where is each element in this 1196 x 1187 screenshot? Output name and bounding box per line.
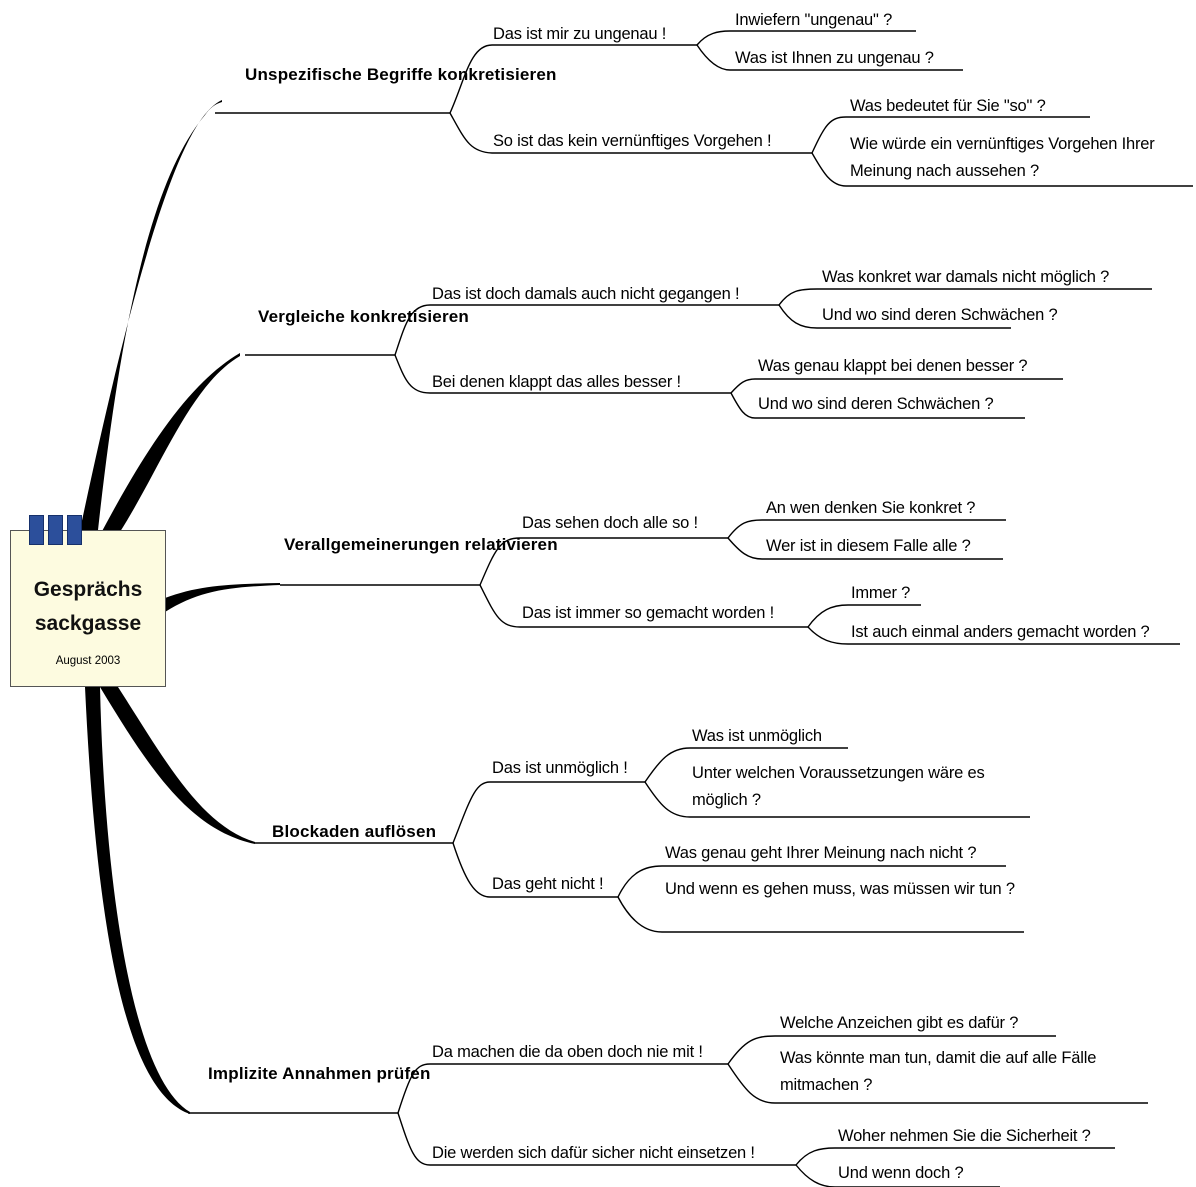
question-node[interactable]: Was genau geht Ihrer Meinung nach nicht … bbox=[665, 844, 977, 862]
statement-node[interactable]: Das ist mir zu ungenau ! bbox=[493, 25, 667, 43]
sub-branch-lines bbox=[188, 30, 1193, 1187]
connector bbox=[394, 354, 731, 394]
connector bbox=[807, 626, 1180, 645]
statement-node[interactable]: Das ist doch damals auch nicht gegangen … bbox=[432, 285, 740, 303]
question-node[interactable]: Ist auch einmal anders gemacht worden ? bbox=[851, 623, 1150, 641]
question-node[interactable]: Und wo sind deren Schwächen ? bbox=[758, 395, 994, 413]
binder-ring-icon bbox=[67, 515, 82, 545]
connector bbox=[449, 44, 697, 114]
question-node[interactable]: Immer ? bbox=[851, 584, 911, 602]
connector bbox=[778, 304, 1011, 329]
question-node[interactable]: Was ist Ihnen zu ungenau ? bbox=[735, 49, 934, 67]
question-node[interactable]: Was konkret war damals nicht möglich ? bbox=[822, 268, 1110, 286]
connector bbox=[617, 865, 1006, 898]
connector bbox=[479, 584, 808, 628]
question-node[interactable]: Inwiefern "ungenau" ? bbox=[735, 11, 893, 29]
connector bbox=[397, 1112, 796, 1166]
question-node[interactable]: Was ist unmöglich bbox=[692, 727, 822, 745]
branch-topic[interactable]: Unspezifische Begriffe konkretisieren bbox=[245, 65, 557, 84]
branch-line-3 bbox=[165, 583, 280, 612]
connector bbox=[807, 604, 921, 628]
main-branch-lines bbox=[80, 100, 280, 1114]
connector bbox=[730, 378, 1063, 394]
statement-node[interactable]: Da machen die da oben doch nie mit ! bbox=[432, 1043, 703, 1061]
branch-topic[interactable]: Vergleiche konkretisieren bbox=[258, 307, 469, 326]
connector bbox=[727, 537, 1003, 560]
question-node[interactable]: Welche Anzeichen gibt es dafür ? bbox=[780, 1014, 1019, 1032]
connector bbox=[795, 1147, 1115, 1166]
statement-node[interactable]: Bei denen klappt das alles besser ! bbox=[432, 373, 681, 391]
binder-ring-icon bbox=[48, 515, 63, 545]
branch-line-2 bbox=[100, 353, 240, 535]
connector bbox=[696, 44, 963, 71]
question-node[interactable]: Und wo sind deren Schwächen ? bbox=[822, 306, 1058, 324]
central-topic-date: August 2003 bbox=[55, 655, 121, 667]
binder-ring-icon bbox=[29, 515, 44, 545]
connector bbox=[397, 1063, 728, 1114]
connector bbox=[696, 30, 916, 46]
branch-line-1 bbox=[80, 100, 222, 530]
connector bbox=[452, 842, 618, 898]
connector bbox=[811, 152, 1193, 187]
connector bbox=[644, 781, 1030, 818]
statement-node[interactable]: Das geht nicht ! bbox=[492, 875, 604, 893]
statement-node[interactable]: Das ist immer so gemacht worden ! bbox=[522, 604, 774, 622]
connector bbox=[730, 392, 1025, 419]
branch-line-5 bbox=[85, 687, 190, 1114]
question-node[interactable]: Woher nehmen Sie die Sicherheit ? bbox=[838, 1127, 1091, 1145]
connector bbox=[452, 781, 645, 844]
connector bbox=[644, 747, 848, 783]
statement-node[interactable]: Das ist unmöglich ! bbox=[492, 759, 628, 777]
statement-node[interactable]: Das sehen doch alle so ! bbox=[522, 514, 698, 532]
question-node[interactable]: Was bedeutet für Sie "so" ? bbox=[850, 97, 1046, 115]
connector bbox=[479, 537, 728, 586]
question-node[interactable]: Wie würde ein vernünftiges Vorgehen Ihre… bbox=[850, 135, 1155, 180]
branch-line-4 bbox=[100, 687, 255, 844]
question-node[interactable]: Wer ist in diesem Falle alle ? bbox=[766, 537, 971, 555]
central-topic-title: Gesprächs sackgasse bbox=[33, 578, 143, 635]
branch-topic[interactable]: Verallgemeinerungen relativieren bbox=[284, 535, 558, 554]
connector bbox=[727, 519, 1006, 539]
connector bbox=[727, 1063, 1148, 1104]
connector bbox=[617, 896, 1024, 933]
question-node[interactable]: Unter welchen Voraussetzungen wäre es mö… bbox=[692, 764, 985, 809]
branch-topic[interactable]: Implizite Annahmen prüfen bbox=[208, 1064, 431, 1083]
connector bbox=[727, 1035, 1056, 1065]
question-node[interactable]: Und wenn es gehen muss, was müssen wir t… bbox=[665, 880, 1015, 898]
question-node[interactable]: Was könnte man tun, damit die auf alle F… bbox=[780, 1049, 1097, 1094]
connector bbox=[778, 288, 1152, 306]
statement-node[interactable]: Die werden sich dafür sicher nicht einse… bbox=[432, 1144, 755, 1162]
connector bbox=[394, 304, 779, 356]
branch-topic[interactable]: Blockaden auflösen bbox=[272, 822, 437, 841]
connector bbox=[811, 116, 1090, 154]
question-node[interactable]: Und wenn doch ? bbox=[838, 1164, 964, 1182]
central-topic[interactable]: Gesprächs sackgasse August 2003 bbox=[10, 515, 166, 687]
connector bbox=[449, 112, 812, 154]
statement-node[interactable]: So ist das kein vernünftiges Vorgehen ! bbox=[493, 132, 772, 150]
question-node[interactable]: Was genau klappt bei denen besser ? bbox=[758, 357, 1028, 375]
question-node[interactable]: An wen denken Sie konkret ? bbox=[766, 499, 976, 517]
